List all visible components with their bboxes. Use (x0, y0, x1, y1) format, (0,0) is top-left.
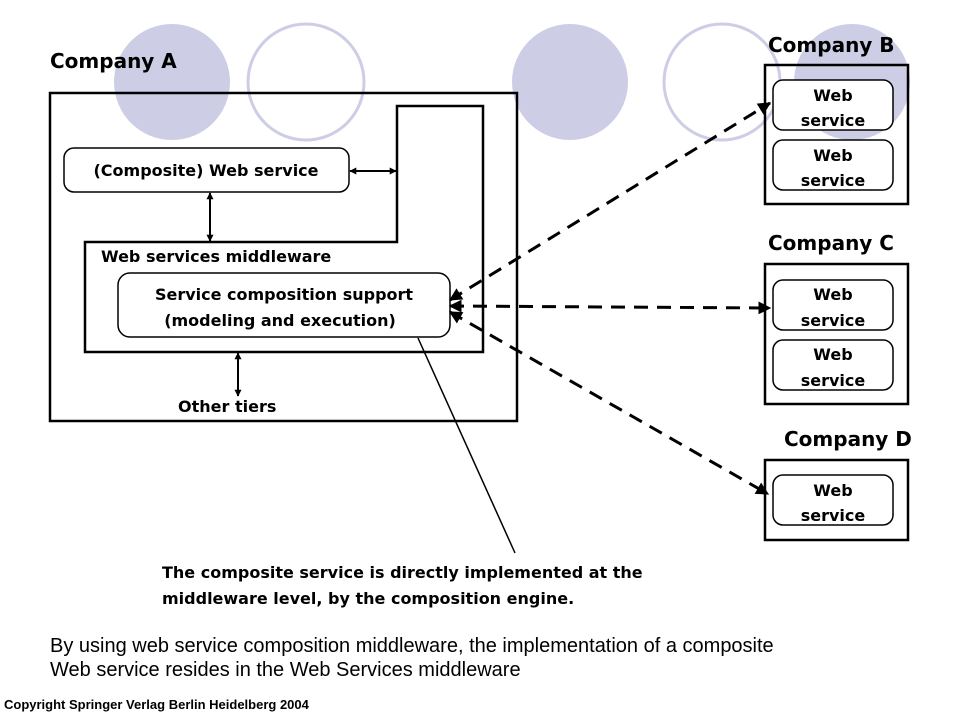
company-b-service-1-line1: Web (813, 86, 852, 105)
company-c-service-2 (772, 339, 894, 391)
caption-line1: By using web service composition middlew… (50, 635, 774, 657)
company-d-service-1-line1: Web (813, 481, 852, 500)
company-b-service-1 (772, 79, 894, 131)
company-c-service-1-line1: Web (813, 285, 852, 304)
company-b-service-1-line2: service (801, 111, 866, 130)
caption: By using web service composition middlew… (50, 634, 950, 682)
decor-circle-4 (662, 22, 782, 142)
dashed-arrow-to-company-b (448, 101, 772, 302)
company-d-service-1 (772, 474, 894, 526)
composition-support-line1: Service composition support (155, 285, 413, 304)
company-a-label: Company A (50, 49, 177, 73)
annotation-line1: The composite service is directly implem… (162, 563, 643, 582)
company-b-service-2 (772, 139, 894, 191)
company-c-service-2-line2: service (801, 371, 866, 390)
middleware-label: Web services middleware (101, 247, 331, 266)
copyright-notice: Copyright Springer Verlag Berlin Heidelb… (4, 697, 309, 712)
dashed-arrow-to-company-c (448, 299, 772, 315)
composition-support-line2: (modeling and execution) (164, 311, 396, 330)
company-b-service-2-line2: service (801, 171, 866, 190)
caption-line2: Web service resides in the Web Services … (50, 659, 521, 681)
decor-circle-1 (114, 24, 230, 140)
company-b-label: Company B (768, 33, 895, 57)
company-b-service-2-line1: Web (813, 146, 852, 165)
composite-service-box (63, 147, 350, 193)
decor-circle-3 (512, 24, 628, 140)
company-d-service-1-line2: service (801, 506, 866, 525)
decor-circle-2 (246, 22, 366, 142)
other-tiers-label: Other tiers (178, 397, 276, 416)
company-c-service-1-line2: service (801, 311, 866, 330)
company-d-box (763, 458, 910, 542)
annotation-line2: middleware level, by the composition eng… (162, 589, 574, 608)
annotation-pointer-line (417, 337, 516, 554)
dashed-arrow-to-company-d (448, 310, 770, 496)
company-d-label: Company D (784, 427, 912, 451)
company-c-service-2-line1: Web (813, 345, 852, 364)
composite-service-label: (Composite) Web service (93, 161, 318, 180)
company-c-label: Company C (768, 231, 894, 255)
company-c-service-1 (772, 279, 894, 331)
